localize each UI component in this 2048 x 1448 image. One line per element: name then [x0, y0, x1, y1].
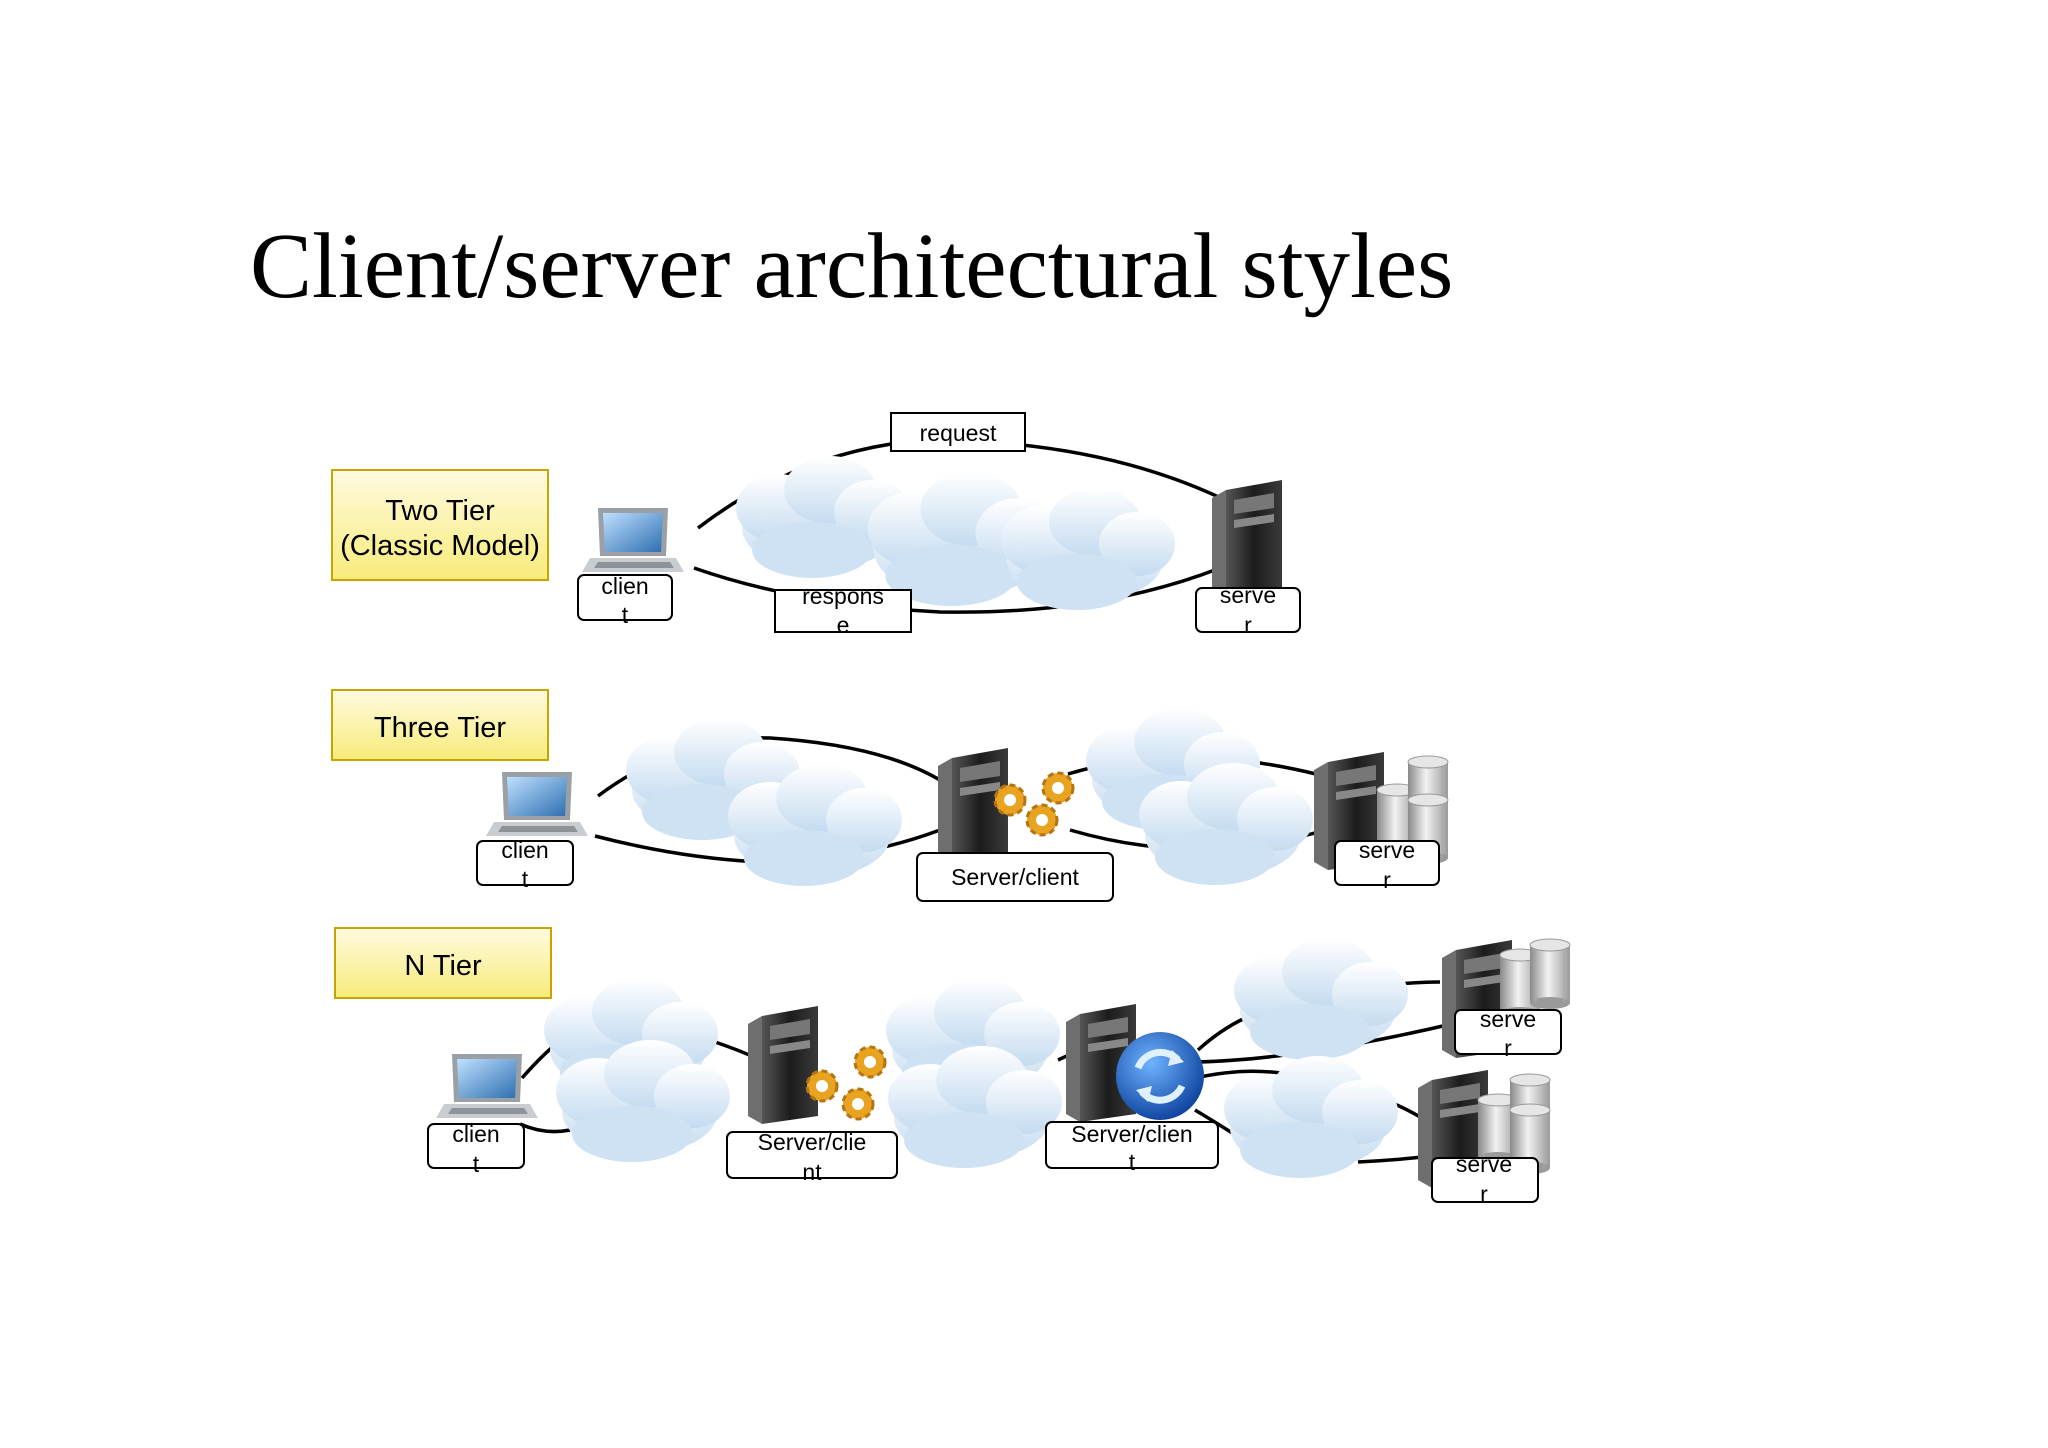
- server-tag: serve r: [1334, 837, 1440, 893]
- middle-tier-label: Server/clie: [758, 1129, 867, 1155]
- server-label: serve: [1359, 837, 1415, 863]
- laptop-icon: [582, 508, 684, 572]
- middle-tier-label: Server/clien: [1071, 1121, 1192, 1147]
- response-label: respons: [802, 583, 884, 609]
- two-tier-label: Two Tier: [385, 495, 495, 527]
- server-tag: serve r: [1454, 1006, 1562, 1061]
- tier-label-n-tier: N Tier: [334, 927, 552, 999]
- middle-tier-tag: Server/client: [916, 852, 1114, 902]
- gear-icon: [805, 1045, 887, 1121]
- cloud-icon: [544, 938, 1408, 1178]
- server-label-wrap: r: [1383, 867, 1391, 893]
- client-tag: clien t: [577, 573, 673, 628]
- middle-tier-tag: Server/clie nt: [726, 1129, 898, 1185]
- middle-tier-label: Server/client: [951, 864, 1079, 890]
- tier-label-two-tier: Two Tier (Classic Model): [331, 469, 549, 581]
- client-label: clien: [601, 573, 648, 599]
- server-tag: serve r: [1195, 582, 1301, 638]
- client-label: clien: [501, 837, 548, 863]
- response-line: [693, 566, 1221, 614]
- server-label: serve: [1480, 1006, 1536, 1032]
- sync-globe-icon: [1116, 1032, 1204, 1120]
- server-label-wrap: r: [1480, 1181, 1488, 1207]
- response-tag: respons e: [774, 583, 912, 638]
- client-label-wrap: t: [622, 602, 629, 628]
- client-tag: clien t: [427, 1121, 525, 1177]
- three-tier-label: Three Tier: [374, 712, 506, 744]
- client-label: clien: [452, 1121, 499, 1147]
- three-tier-diagram: clien t Server/client serve r: [476, 708, 1449, 902]
- n-tier-label: N Tier: [404, 950, 482, 982]
- server-label: serve: [1220, 582, 1276, 608]
- server-label: serve: [1456, 1151, 1512, 1177]
- client-label-wrap: t: [473, 1151, 480, 1177]
- tier-label-three-tier: Three Tier: [331, 689, 549, 761]
- server-icon: [748, 1006, 818, 1124]
- server-label-wrap: r: [1244, 612, 1252, 638]
- laptop-icon: [436, 1054, 538, 1118]
- server-label-wrap: r: [1504, 1035, 1512, 1061]
- middle-tier-label-wrap: t: [1129, 1149, 1136, 1175]
- laptop-icon: [486, 772, 588, 836]
- n-tier-diagram: clien t Server/clie nt Server/clien t se…: [427, 938, 1571, 1207]
- request-label: request: [920, 420, 997, 446]
- middle-tier-tag: Server/clien t: [1045, 1121, 1219, 1175]
- server-icon: [1212, 480, 1282, 598]
- connection-line: [1196, 1016, 1246, 1052]
- response-label-wrap: e: [837, 612, 850, 638]
- server-tag: serve r: [1431, 1151, 1539, 1207]
- connection-line: [519, 1122, 571, 1134]
- two-tier-sublabel: (Classic Model): [340, 530, 540, 562]
- client-label-wrap: t: [522, 866, 529, 892]
- client-tag: clien t: [476, 837, 574, 892]
- request-tag: request: [890, 412, 1026, 452]
- two-tier-diagram: request respons e clien t serve r: [577, 412, 1301, 638]
- middle-tier-label-wrap: nt: [802, 1159, 822, 1185]
- slide-title: Client/server architectural styles: [250, 215, 1454, 318]
